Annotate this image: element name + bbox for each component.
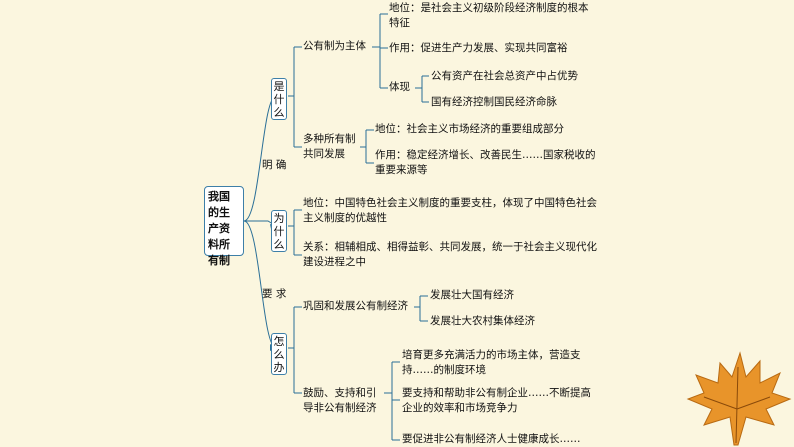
edge-label-mingque: 明 确 [262,159,287,171]
node-gonggu-item-2: 发展壮大农村集体经济 [430,315,535,327]
node-duozhong-zuoyong: 作用：稳定经济增长、改善民生……国家税收的重要来源等 [375,149,596,176]
branch-how: 怎么办 [271,333,287,375]
node-tixian-item-2: 国有经济控制国民经济命脉 [431,96,557,108]
node-tixian-item-1: 公有资产在社会总资产中占优势 [431,70,578,82]
node-guli-item-3: 要促进非公有制经济人士健康成长…… [402,433,581,445]
root-node: 我国的生产资料所有制 [204,186,244,267]
node-tixian: 体现 [389,81,410,93]
node-guli: 鼓励、支持和引导非公有制经济 [303,387,377,414]
node-gonggu-item-1: 发展壮大国有经济 [430,289,514,301]
node-gongyouzhi: 公有制为主体 [303,40,366,52]
node-guli-item-1: 培育更多充满活力的市场主体，营造支持……的制度环境 [402,349,581,376]
node-gonggu: 巩固和发展公有制经济 [303,300,408,312]
maple-leaf-icon [686,351,792,446]
node-why-diwei: 地位：中国特色社会主义制度的重要支柱，体现了中国特色社会主义制度的优越性 [303,197,597,224]
node-duozhong-diwei: 地位：社会主义市场经济的重要组成部分 [375,123,564,135]
edge-label-yaoqiu: 要 求 [262,288,287,300]
node-duozhong: 多种所有制共同发展 [303,133,356,160]
node-why-guanxi: 关系：相辅相成、相得益彰、共同发展，统一于社会主义现代化建设进程之中 [303,241,597,268]
branch-what: 是什么 [271,78,287,120]
node-guli-item-2: 要支持和帮助非公有制企业……不断提高企业的效率和市场竞争力 [402,387,591,414]
branch-why: 为什么 [271,210,287,252]
node-gongyouzhi-diwei: 地位：是社会主义初级阶段经济制度的根本特征 [389,2,589,29]
node-gongyouzhi-zuoyong: 作用：促进生产力发展、实现共同富裕 [389,42,568,54]
